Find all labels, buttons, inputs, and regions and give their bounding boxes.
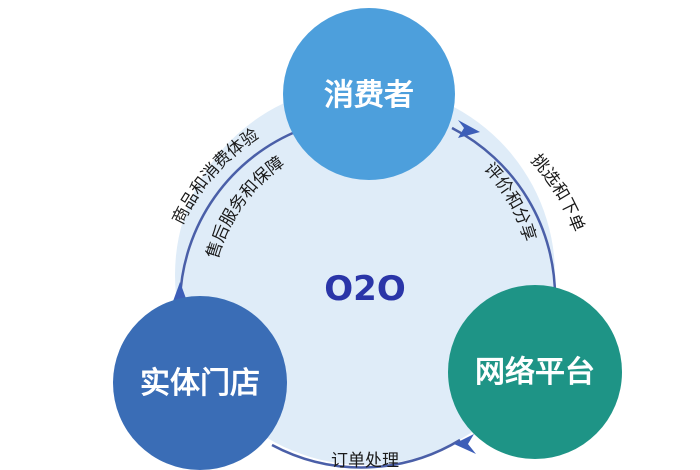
arc-platform-to-store bbox=[271, 438, 461, 469]
node-store-label: 实体门店 bbox=[140, 366, 260, 401]
arc-consumer-to-platform bbox=[451, 126, 557, 301]
arrow-right-icon bbox=[458, 120, 480, 138]
arrow-left-icon bbox=[454, 434, 476, 454]
node-platform-label: 网络平台 bbox=[475, 355, 595, 390]
edge-label-order-processing: 订单处理 bbox=[331, 451, 399, 470]
node-consumer: 消费者 bbox=[283, 8, 455, 180]
node-platform: 网络平台 bbox=[448, 285, 622, 459]
center-label: O2O bbox=[324, 269, 405, 309]
arc-store-to-consumer bbox=[178, 128, 301, 301]
node-consumer-label: 消费者 bbox=[324, 78, 414, 113]
node-store: 实体门店 bbox=[113, 296, 287, 470]
